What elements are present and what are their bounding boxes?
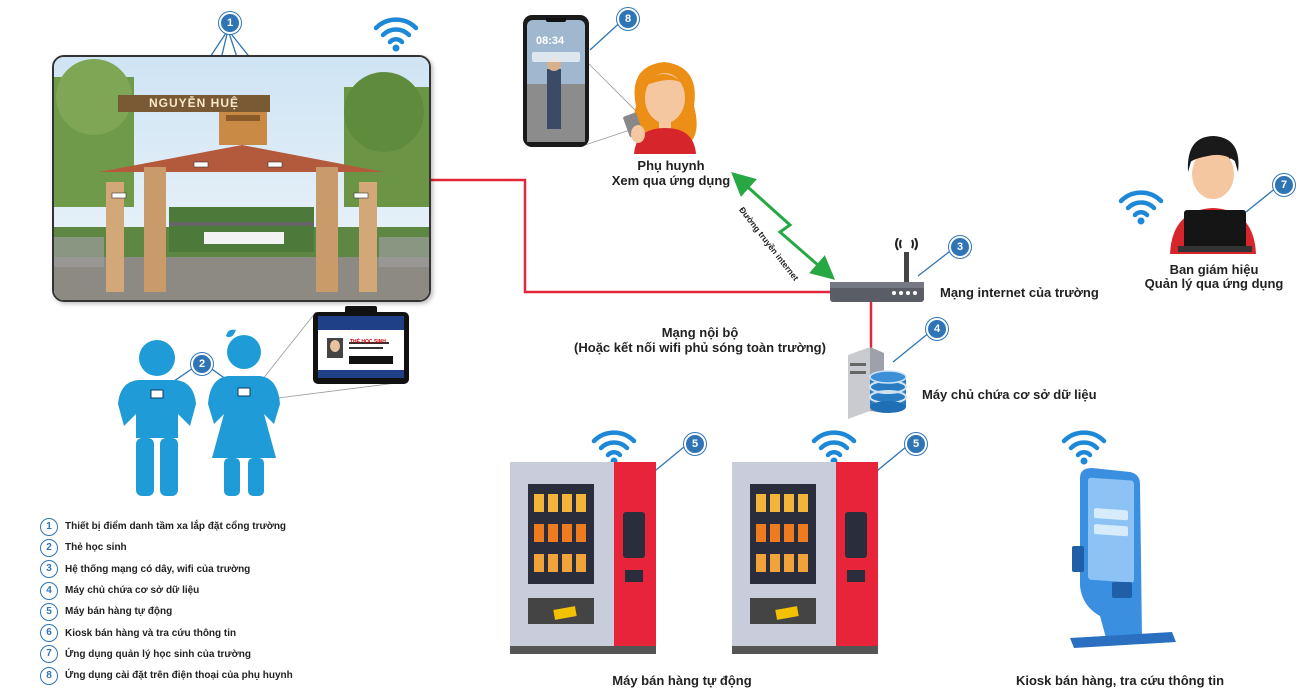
- legend-item: 2 Thẻ học sinh: [40, 537, 293, 558]
- legend-text: Ứng dụng cài đặt trên điện thoại của phụ…: [65, 670, 293, 682]
- internet-link: [731, 171, 836, 280]
- legend-text: Máy bán hàng tự động: [65, 606, 173, 618]
- badge-5: 5: [905, 433, 927, 455]
- phone-time: 08:34: [536, 35, 565, 47]
- legend-item: 6 Kiosk bán hàng và tra cứu thông tin: [40, 622, 293, 643]
- legend-text: Kiosk bán hàng và tra cứu thông tin: [65, 627, 237, 639]
- legend-number: 8: [40, 666, 58, 685]
- badge-4: 4: [926, 318, 948, 340]
- legend-text: Thẻ học sinh: [65, 542, 127, 554]
- parent-label-desc: Xem qua ứng dụng: [611, 173, 731, 188]
- card-title: TRƯỜNG THCS & THPT: [341, 329, 387, 334]
- badge-2: 2: [191, 353, 213, 375]
- principal-label-title: Ban giám hiệu: [1169, 262, 1259, 277]
- student-icon: [118, 329, 280, 496]
- legend-text: Ứng dụng quản lý học sinh của trường: [65, 648, 251, 660]
- legend-item: 5 Máy bán hàng tự động: [40, 601, 293, 622]
- router-icon: [830, 238, 924, 302]
- legend-item: 7 Ứng dụng quản lý học sinh của trường: [40, 644, 293, 665]
- legend-number: 4: [40, 581, 58, 600]
- kiosk-label: Kiosk bán hàng, tra cứu thông tin: [1015, 673, 1225, 688]
- smartphone-icon: [523, 15, 589, 147]
- badge-3: 3: [949, 236, 971, 258]
- badge-5: 5: [684, 433, 706, 455]
- vending-machine-icon: [732, 462, 878, 654]
- legend-item: 1 Thiết bị điểm danh tầm xa lắp đặt cổng …: [40, 516, 293, 537]
- database-icon: [869, 370, 907, 413]
- wifi-icon: [591, 430, 637, 465]
- legend-number: 1: [40, 517, 58, 536]
- lan-label-desc: (Hoặc kết nối wifi phủ sóng toàn trường): [574, 340, 826, 355]
- card-subtitle: THẺ HỌC SINH: [350, 339, 386, 345]
- vending-label: Máy bán hàng tự động: [612, 673, 752, 688]
- legend-item: 4 Máy chủ chứa cơ sở dữ liệu: [40, 580, 293, 601]
- wifi-icon: [1118, 190, 1164, 225]
- gate-sign: NGUYỄN HUỆ: [118, 95, 270, 112]
- wifi-icon: [1061, 430, 1107, 465]
- legend: 1 Thiết bị điểm danh tầm xa lắp đặt cổng …: [40, 516, 293, 686]
- wifi-icon: [373, 17, 419, 52]
- legend-text: Máy chủ chứa cơ sở dữ liệu: [65, 585, 200, 597]
- badge-1: 1: [219, 12, 241, 34]
- wired-link-gate-router: [428, 178, 830, 294]
- badge-8: 8: [617, 8, 639, 30]
- principal-icon: [1170, 136, 1256, 254]
- id-card-icon: [313, 306, 409, 384]
- legend-text: Hệ thống mạng có dây, wifi của trường: [65, 563, 251, 575]
- badge-7: 7: [1273, 174, 1295, 196]
- lan-label-title: Mạng nội bộ: [661, 325, 739, 340]
- legend-item: 3 Hệ thống mạng có dây, wifi của trường: [40, 559, 293, 580]
- legend-item: 8 Ứng dụng cài đặt trên điện thoại của ph…: [40, 665, 293, 686]
- vending-machine-icon: [510, 462, 656, 654]
- parent-icon: [623, 62, 697, 154]
- wifi-icon: [811, 430, 857, 465]
- legend-number: 5: [40, 602, 58, 621]
- legend-number: 2: [40, 538, 58, 557]
- kiosk-icon: [1070, 468, 1176, 648]
- principal-label-desc: Quản lý qua ứng dụng: [1144, 276, 1284, 291]
- legend-number: 7: [40, 645, 58, 664]
- parent-label-title: Phụ huynh: [637, 158, 705, 173]
- school-network-label: Mạng internet của trường: [940, 285, 1099, 300]
- school-gate-photo: [52, 55, 431, 302]
- legend-text: Thiết bị điểm danh tầm xa lắp đặt cổng t…: [65, 521, 287, 533]
- legend-number: 3: [40, 560, 58, 579]
- server-label: Máy chủ chứa cơ sở dữ liệu: [922, 387, 1097, 402]
- legend-number: 6: [40, 624, 58, 643]
- server-icon: [848, 347, 907, 419]
